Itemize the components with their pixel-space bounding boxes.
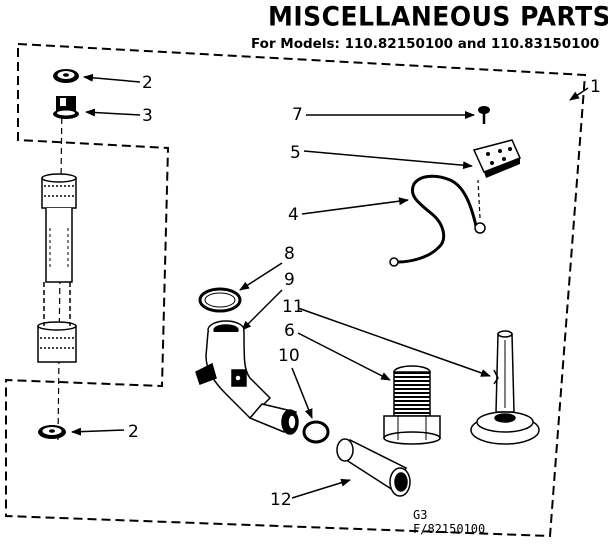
callout-screw: 7 bbox=[292, 105, 303, 125]
leader-washer-top bbox=[83, 73, 141, 83]
fitting bbox=[53, 96, 79, 119]
drawing-reference: G3 F/82150100 bbox=[413, 508, 485, 536]
threaded-cap bbox=[383, 365, 441, 445]
callout-washer-top: 2 bbox=[142, 73, 153, 93]
ground-cord bbox=[389, 174, 486, 267]
hose-tube bbox=[37, 173, 77, 363]
leader-assembly bbox=[569, 87, 589, 101]
leader-clamp-ring bbox=[239, 262, 283, 291]
assembly-boundary bbox=[5, 42, 587, 538]
callout-cord: 4 bbox=[288, 205, 299, 225]
callout-cap: 6 bbox=[284, 321, 295, 341]
bracket bbox=[472, 139, 522, 178]
stand-pin bbox=[470, 330, 540, 445]
washer-top bbox=[53, 69, 79, 83]
elbow-hose bbox=[195, 320, 299, 435]
callout-elbow: 9 bbox=[284, 270, 295, 290]
callout-fitting: 3 bbox=[142, 106, 153, 126]
leader-cap bbox=[297, 332, 391, 381]
leader-sleeve bbox=[291, 478, 351, 499]
leader-o-ring bbox=[291, 367, 313, 419]
callout-assembly: 1 bbox=[590, 77, 601, 97]
drawing-number: F/82150100 bbox=[413, 522, 486, 536]
leader-elbow bbox=[241, 289, 283, 331]
sleeve bbox=[336, 438, 411, 497]
callout-clamp-ring: 8 bbox=[284, 244, 295, 264]
grid-reference: G3 bbox=[413, 508, 428, 522]
callout-o-ring: 10 bbox=[278, 346, 300, 366]
leader-washer-bottom bbox=[71, 427, 125, 436]
page-subtitle: For Models: 110.82150100 and 110.8315010… bbox=[251, 36, 600, 52]
leader-stand-pin bbox=[297, 307, 491, 377]
clamp-ring bbox=[198, 287, 242, 313]
callout-sleeve: 12 bbox=[270, 490, 292, 510]
callout-stand-pin: 11 bbox=[282, 297, 304, 317]
screw bbox=[478, 106, 490, 124]
leader-bracket bbox=[303, 150, 473, 170]
o-ring bbox=[302, 420, 330, 444]
callout-bracket: 5 bbox=[290, 143, 301, 163]
leader-fitting bbox=[85, 108, 141, 117]
page-title: MISCELLANEOUS PARTS bbox=[268, 1, 608, 32]
washer-bottom bbox=[38, 425, 66, 439]
callout-washer-bottom: 2 bbox=[128, 422, 139, 442]
leader-cord bbox=[301, 197, 409, 215]
